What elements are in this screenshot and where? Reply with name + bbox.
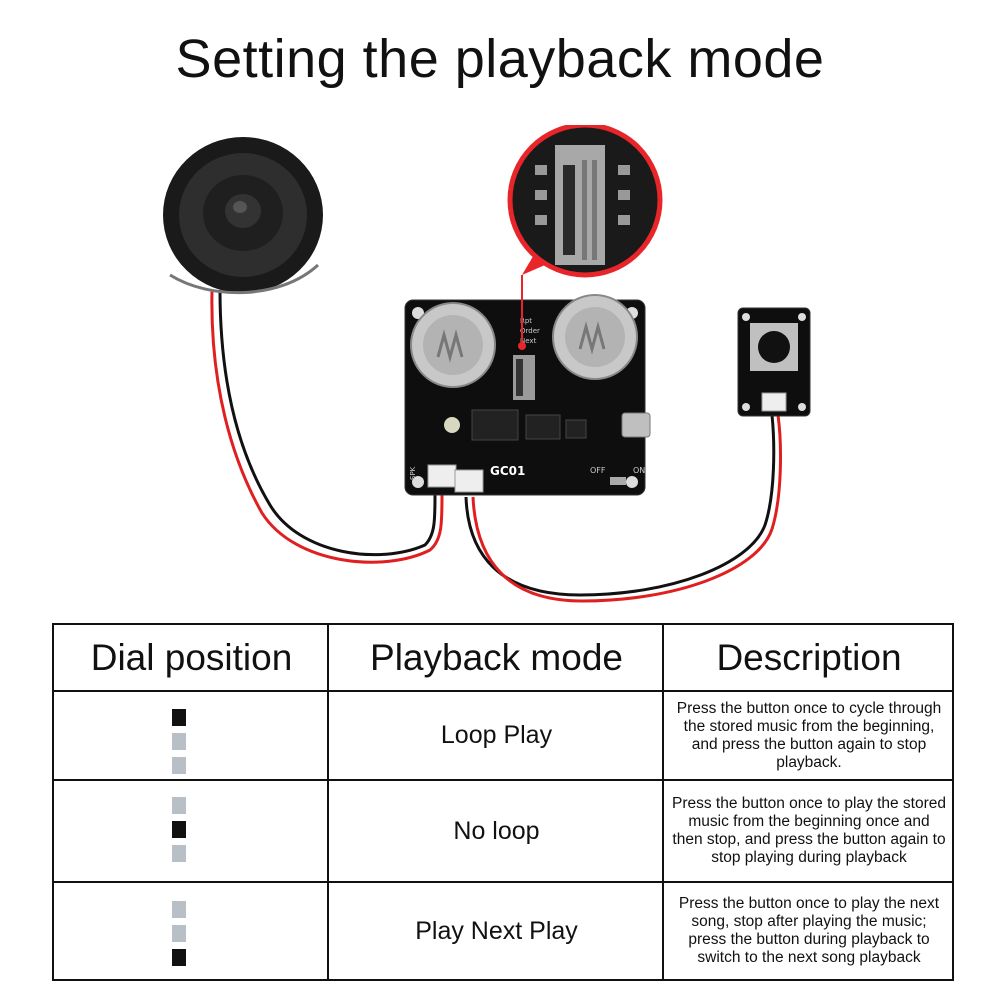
- playback-mode-cell: Loop Play: [440, 721, 553, 749]
- dial-position-indicator: [172, 901, 186, 973]
- dial-segment: [172, 901, 186, 918]
- dial-segment: [172, 925, 186, 942]
- description-cell: Press the button once to play the stored…: [672, 795, 947, 866]
- circuit-board: GC01 SPK OFF ON Rpt Order Next: [404, 294, 651, 496]
- module-illustration: GC01 SPK OFF ON Rpt Order Next: [163, 125, 811, 603]
- divider: [54, 690, 952, 692]
- playback-mode-cell: No loop: [453, 816, 540, 845]
- description-cell: Press the button once to play the next s…: [678, 895, 940, 966]
- dial-segment: [172, 845, 186, 862]
- spk-label: SPK: [409, 466, 417, 480]
- divider: [662, 625, 664, 979]
- product-figure: GC01 SPK OFF ON Rpt Order Next: [150, 125, 850, 605]
- push-button-icon: [737, 307, 811, 417]
- switch-label-order: Order: [520, 327, 540, 335]
- divider: [327, 625, 329, 979]
- header-playback-mode: Playback mode: [370, 637, 623, 678]
- speaker-icon: [163, 137, 323, 295]
- switch-label-next: Next: [520, 337, 537, 345]
- off-label: OFF: [590, 466, 606, 475]
- button-wire-black: [464, 414, 776, 597]
- board-label: GC01: [490, 464, 525, 478]
- page-title: Setting the playback mode: [175, 29, 825, 89]
- switch-callout: [507, 125, 663, 343]
- speaker-wire-red: [210, 289, 444, 564]
- divider: [54, 881, 952, 883]
- description-cell: Press the button once to cycle through t…: [676, 699, 942, 771]
- speaker-wire-black: [218, 289, 437, 557]
- dial-segment: [172, 821, 186, 838]
- divider: [54, 779, 952, 781]
- dial-position-indicator: [172, 797, 186, 869]
- playback-mode-table: Dial position Playback mode Description …: [52, 623, 954, 981]
- dial-segment: [172, 797, 186, 814]
- switch-label-rpt: Rpt: [520, 317, 532, 325]
- dial-segment: [172, 709, 186, 726]
- dial-segment: [172, 733, 186, 750]
- header-description: Description: [716, 637, 902, 678]
- header-dial-position: Dial position: [90, 637, 293, 678]
- button-wire-red: [471, 414, 782, 603]
- on-label: ON: [633, 466, 645, 475]
- dial-segment: [172, 757, 186, 774]
- dial-position-indicator: [172, 709, 186, 781]
- dial-segment: [172, 949, 186, 966]
- playback-mode-cell: Play Next Play: [415, 916, 578, 945]
